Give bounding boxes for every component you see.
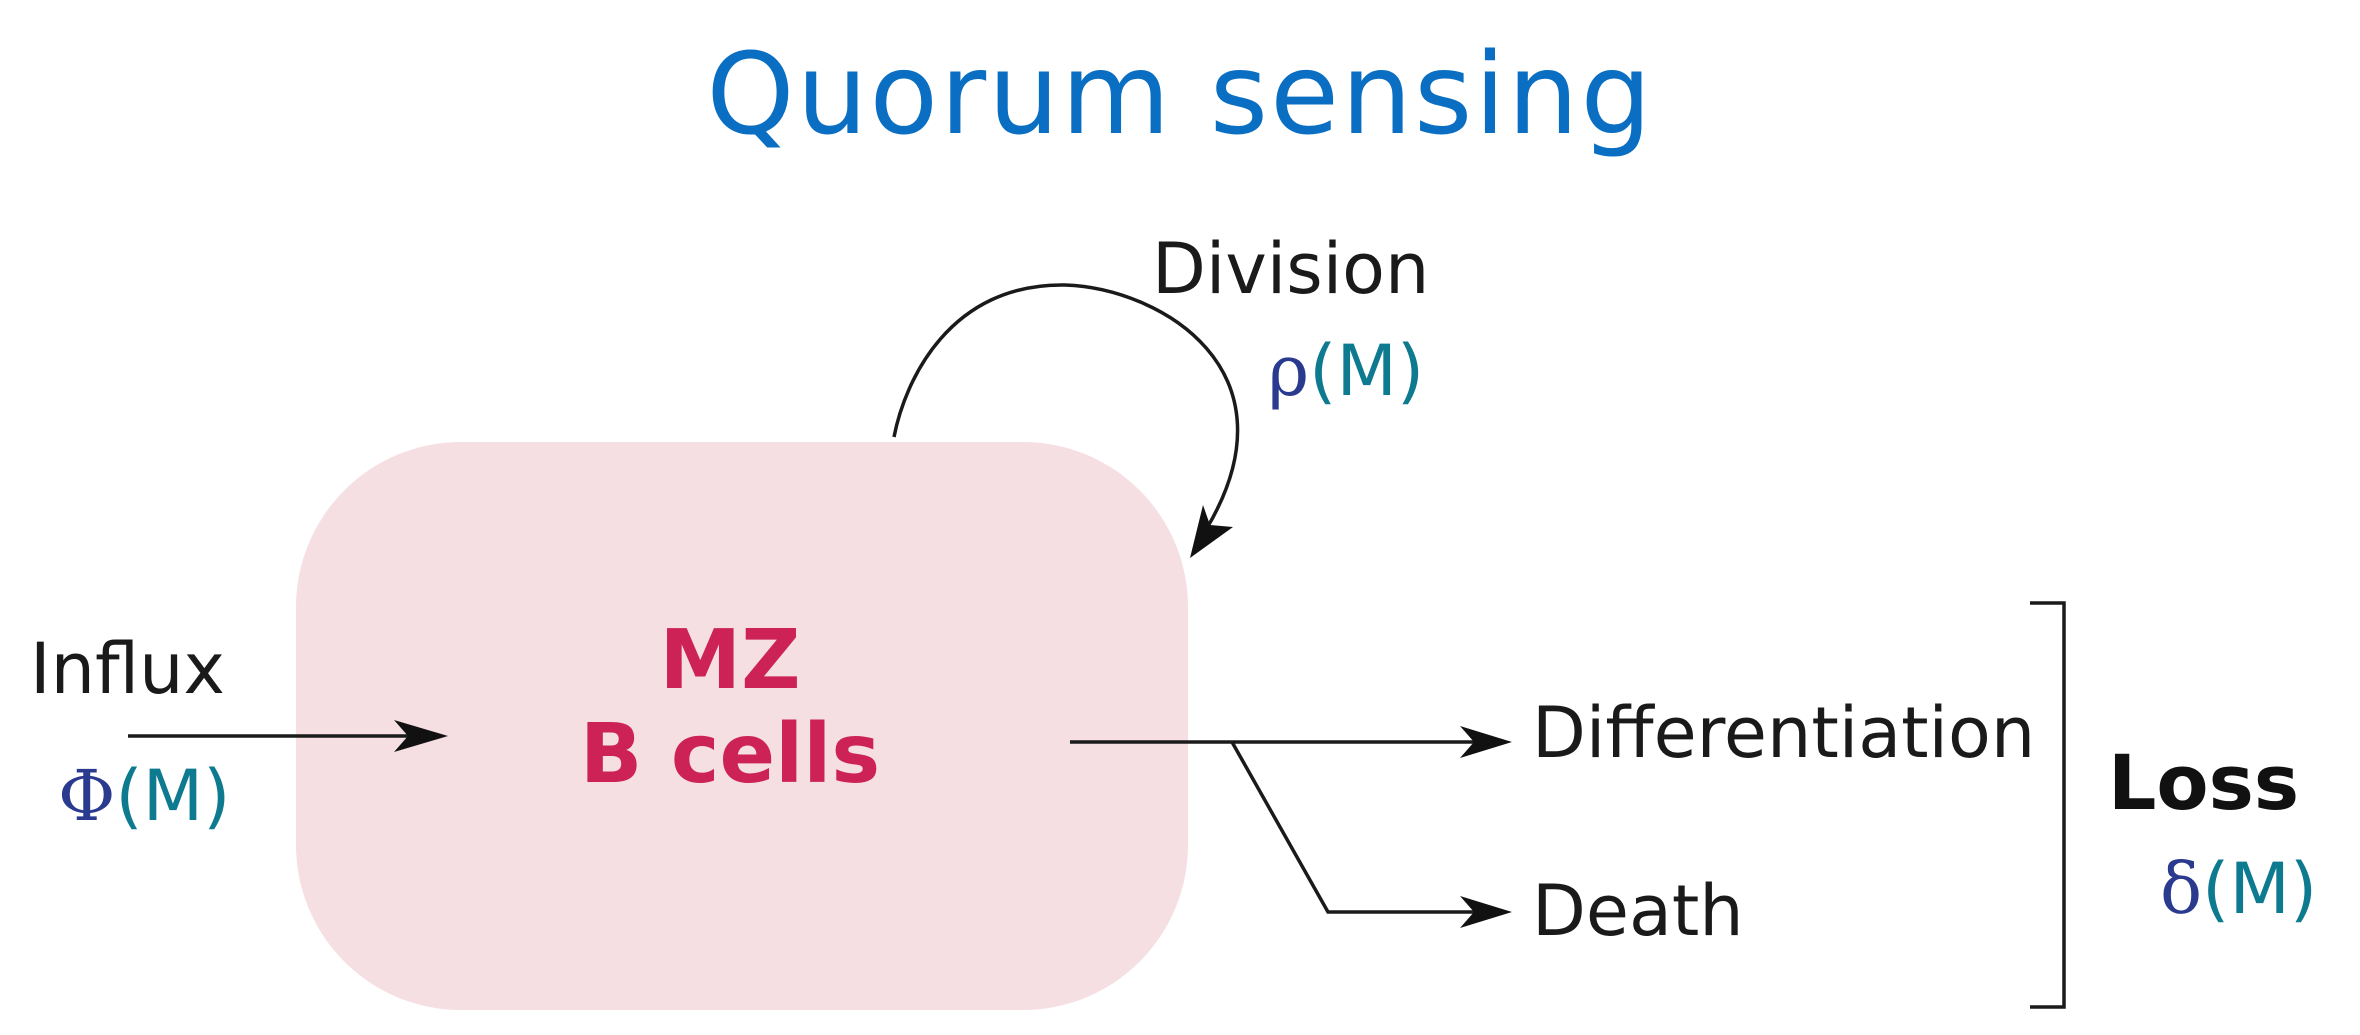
death-arrowhead: [1460, 896, 1512, 928]
division-arrowhead: [1190, 505, 1233, 558]
loss-rate-arg: (M): [2202, 848, 2318, 930]
phi-symbol: Φ: [58, 755, 116, 837]
influx-label: Influx: [30, 628, 225, 710]
compartment-line1: MZ: [659, 613, 801, 708]
mz-b-cells-compartment: [296, 442, 1188, 1010]
compartment-line2: B cells: [579, 707, 881, 802]
influx-rate: Φ(M): [58, 755, 230, 837]
loss-label: Loss: [2108, 738, 2300, 827]
influx-arrowhead: [394, 720, 448, 752]
death-branch-line: [1230, 741, 1480, 914]
death-label: Death: [1532, 870, 1744, 952]
loss-rate: δ(M): [2160, 848, 2317, 930]
influx-rate-arg: (M): [115, 755, 231, 837]
differentiation-arrowhead: [1460, 726, 1512, 758]
delta-symbol: δ: [2160, 848, 2203, 930]
differentiation-label: Differentiation: [1532, 692, 2036, 774]
compartment-label: MZ B cells: [480, 620, 980, 808]
diagram-title: Quorum sensing: [706, 30, 1654, 160]
division-label: Division: [1152, 228, 1430, 310]
division-rate-arg: (M): [1309, 330, 1425, 412]
division-rate: ρ(M): [1268, 330, 1424, 412]
loss-bracket: [2030, 601, 2066, 1009]
rho-symbol: ρ: [1268, 330, 1310, 412]
division-arrow: [892, 283, 1240, 529]
